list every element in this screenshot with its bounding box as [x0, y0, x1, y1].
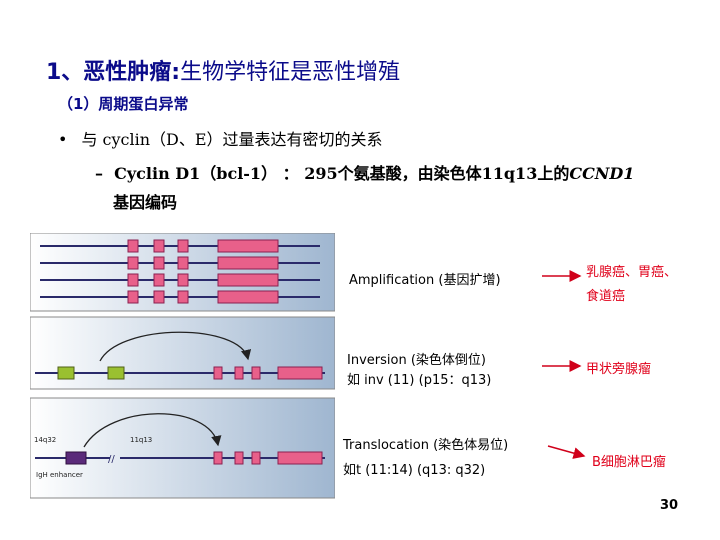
translocation-example: 如t (11:14) (q13: q32)	[343, 463, 486, 478]
gene-diagram: 14q32 11q13 // IgH enhancer	[30, 233, 335, 499]
arrow-translocation	[547, 445, 586, 459]
igh-enhancer-tag: IgH enhancer	[36, 471, 83, 479]
disease-inversion: 甲状旁腺瘤	[586, 362, 652, 377]
translocation-label: Translocation (染色体易位)	[343, 438, 509, 453]
page-title: 1、恶性肿瘤:生物学特征是恶性增殖	[46, 54, 400, 86]
inversion-label: Inversion (染色体倒位)	[347, 353, 486, 368]
translocation-panel: 14q32 11q13 // IgH enhancer	[30, 397, 335, 499]
disease-amplification-line2: 食道癌	[586, 289, 626, 304]
bullet-marker: •	[58, 130, 68, 149]
chromosome-14q32-tag: 14q32	[34, 436, 56, 444]
bullet-text: 与 cyclin（D、E）过量表达有密切的关系	[81, 130, 383, 149]
break-mark: //	[108, 454, 115, 465]
chromosome-11q13-tag: 11q13	[130, 436, 152, 444]
disease-amplification-line1: 乳腺癌、胃癌、	[586, 265, 678, 280]
disease-translocation: B细胞淋巴瘤	[592, 455, 666, 470]
page-number: 30	[660, 498, 679, 513]
dash-marker: –	[95, 164, 103, 183]
dash-text-b: 基因编码	[113, 193, 178, 212]
arrows	[542, 270, 586, 459]
inversion-example: 如 inv (11) (p15：q13)	[347, 373, 492, 388]
gene-name: CCND1	[569, 164, 635, 183]
section-subtitle: （1）周期蛋白异常	[58, 95, 189, 113]
title-prefix: 1、恶性肿瘤:	[46, 60, 181, 85]
inversion-panel	[30, 316, 335, 390]
dash-text-a: Cyclin D1（bcl-1） ： 295个氨基酸，由染色体11q13上的	[114, 164, 570, 183]
title-rest: 生物学特征是恶性增殖	[180, 60, 401, 85]
amplification-panel	[30, 233, 335, 312]
bullet-item: • 与 cyclin（D、E）过量表达有密切的关系	[58, 126, 383, 150]
amplification-label: Amplification (基因扩增)	[349, 273, 501, 288]
dash-item: – Cyclin D1（bcl-1） ： 295个氨基酸，由染色体11q13上的…	[95, 160, 634, 184]
